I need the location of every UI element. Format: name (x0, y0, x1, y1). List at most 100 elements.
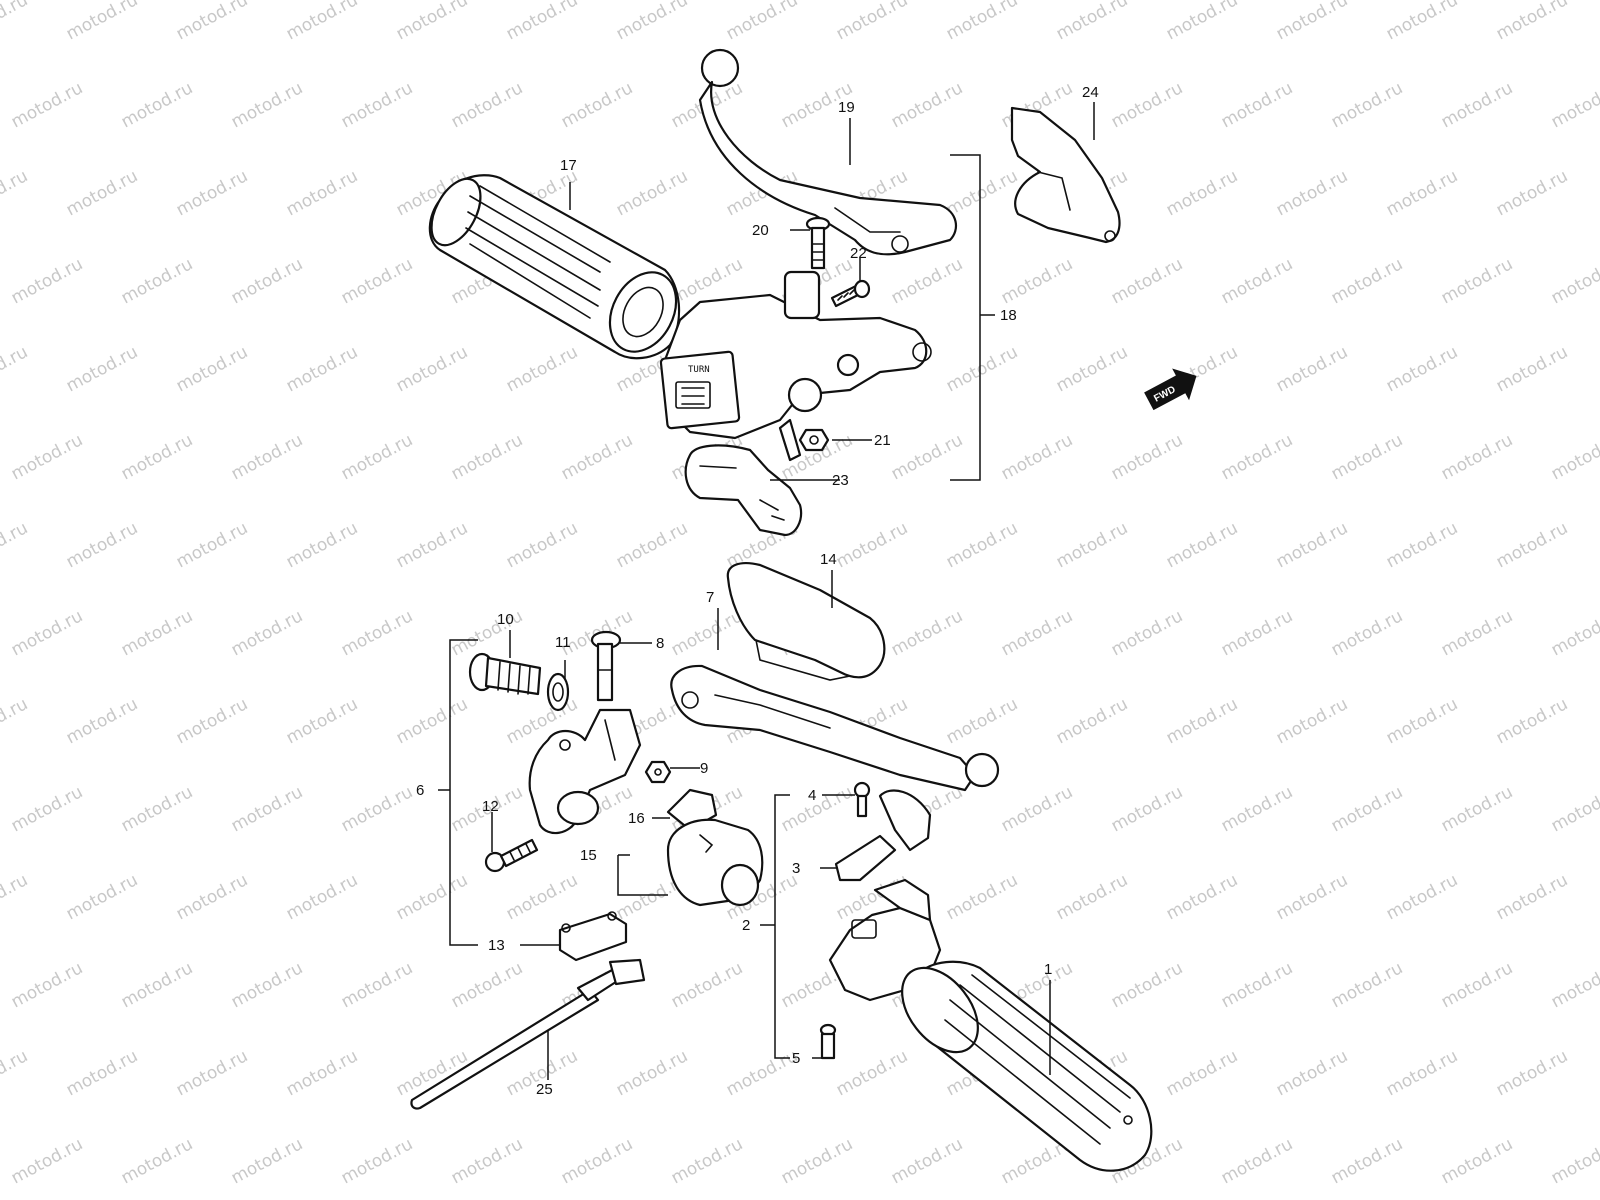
watermark-text: motod.ru (1328, 254, 1406, 308)
watermark-text: motod.ru (228, 958, 306, 1012)
watermark-text: motod.ru (558, 78, 636, 132)
watermark-text: motod.ru (1438, 606, 1516, 660)
watermark-text: motod.ru (668, 1134, 746, 1188)
watermark-text: motod.ru (998, 606, 1076, 660)
callout-2: 2 (742, 917, 750, 934)
watermark-text: motod.ru (613, 0, 691, 44)
watermark-text: motod.ru (1053, 342, 1131, 396)
watermark-text: motod.ru (1493, 694, 1571, 748)
watermark-text: motod.ru (0, 518, 31, 572)
watermark-text: motod.ru (0, 1046, 31, 1100)
watermark-text: motod.ru (613, 1046, 691, 1100)
watermark-text: motod.ru (1493, 166, 1571, 220)
watermark-text: motod.ru (393, 342, 471, 396)
cable-tie-part-25 (410, 958, 646, 1110)
watermark-text: motod.ru (888, 1134, 966, 1188)
watermark-text: motod.ru (558, 1134, 636, 1188)
watermark-text: motod.ru (8, 958, 86, 1012)
watermark-text: motod.ru (8, 430, 86, 484)
watermark-text: motod.ru (943, 0, 1021, 44)
watermark-text: motod.ru (1108, 78, 1186, 132)
watermark-text: motod.ru (173, 694, 251, 748)
watermark-text: motod.ru (998, 782, 1076, 836)
watermark-text: motod.ru (118, 254, 196, 308)
watermark-text: motod.ru (1108, 782, 1186, 836)
watermark-text: motod.ru (228, 1134, 306, 1188)
watermark-text: motod.ru (283, 870, 361, 924)
watermark-text: motod.ru (8, 78, 86, 132)
watermark-text: motod.ru (1163, 694, 1241, 748)
watermark-text: motod.ru (1053, 518, 1131, 572)
leader-lines (438, 102, 1095, 1080)
callout-1: 1 (1044, 961, 1052, 978)
watermark-text: motod.ru (338, 254, 416, 308)
callout-9: 9 (700, 760, 708, 777)
watermark-text: motod.ru (1218, 254, 1296, 308)
lever-cover (1010, 106, 1121, 244)
watermark-text: motod.ru (338, 78, 416, 132)
clutch-switch-housing (666, 818, 764, 907)
watermark-text: motod.ru (448, 78, 526, 132)
watermark-text: motod.ru (1438, 254, 1516, 308)
watermark-text: motod.ru (228, 606, 306, 660)
watermark-text: motod.ru (283, 1046, 361, 1100)
callout-5: 5 (792, 1050, 800, 1067)
callout-15: 15 (580, 847, 597, 864)
left-handlebar-switch-assembly: TURN (659, 270, 932, 462)
watermark-text: motod.ru (63, 0, 141, 44)
pivot-bolt-part-8 (590, 630, 622, 702)
watermark-text: motod.ru (63, 166, 141, 220)
watermark-text: motod.ru (8, 782, 86, 836)
watermark-text: motod.ru (503, 518, 581, 572)
callout-22: 22 (850, 245, 867, 262)
watermark-text: motod.ru (1548, 606, 1600, 660)
callout-6: 6 (416, 782, 424, 799)
watermark-text: motod.ru (943, 694, 1021, 748)
watermark-text: motod.ru (1218, 1134, 1296, 1188)
watermark-text: motod.ru (723, 0, 801, 44)
watermark-text: motod.ru (1163, 0, 1241, 44)
callout-24: 24 (1082, 84, 1099, 101)
watermark-text: motod.ru (118, 782, 196, 836)
screw-part-22 (830, 279, 871, 308)
watermark-text: motod.ru (1383, 870, 1461, 924)
watermark-text: motod.ru (338, 958, 416, 1012)
forward-direction-arrow: FWD (1144, 368, 1197, 411)
callout-10: 10 (497, 611, 514, 628)
watermark-text: motod.ru (118, 606, 196, 660)
watermark-text: motod.ru (943, 166, 1021, 220)
callout-4: 4 (808, 787, 816, 804)
watermark-text: motod.ru (1383, 0, 1461, 44)
watermark-text: motod.ru (1108, 254, 1186, 308)
watermark-text: motod.ru (1273, 342, 1351, 396)
locknut-part-11 (546, 672, 570, 712)
clutch-lever-cover (726, 561, 886, 681)
callout-14: 14 (820, 551, 837, 568)
watermark-text: motod.ru (1108, 606, 1186, 660)
adjuster-bolt-part-10 (468, 652, 542, 696)
watermark-text: motod.ru (1548, 958, 1600, 1012)
watermark-text: motod.ru (0, 342, 31, 396)
watermark-text: motod.ru (1218, 430, 1296, 484)
watermark-text: motod.ru (63, 342, 141, 396)
callout-8: 8 (656, 635, 664, 652)
watermark-text: motod.ru (448, 1134, 526, 1188)
watermark-text: motod.ru (833, 518, 911, 572)
watermark-text: motod.ru (1163, 870, 1241, 924)
watermark-text: motod.ru (1493, 0, 1571, 44)
watermark-text: motod.ru (1053, 870, 1131, 924)
watermark-text: motod.ru (1493, 342, 1571, 396)
watermark-text: motod.ru (943, 870, 1021, 924)
screw-part-4 (853, 781, 871, 818)
watermark-text: motod.ru (338, 1134, 416, 1188)
watermark-text: motod.ru (833, 0, 911, 44)
watermark-text: motod.ru (1438, 958, 1516, 1012)
callout-17: 17 (560, 157, 577, 174)
watermark-text: motod.ru (1493, 1046, 1571, 1100)
watermark-text: motod.ru (1383, 518, 1461, 572)
callout-23: 23 (832, 472, 849, 489)
watermark-text: motod.ru (0, 0, 31, 44)
throttle-grip (901, 960, 1153, 1172)
watermark-text: motod.ru (1328, 430, 1406, 484)
